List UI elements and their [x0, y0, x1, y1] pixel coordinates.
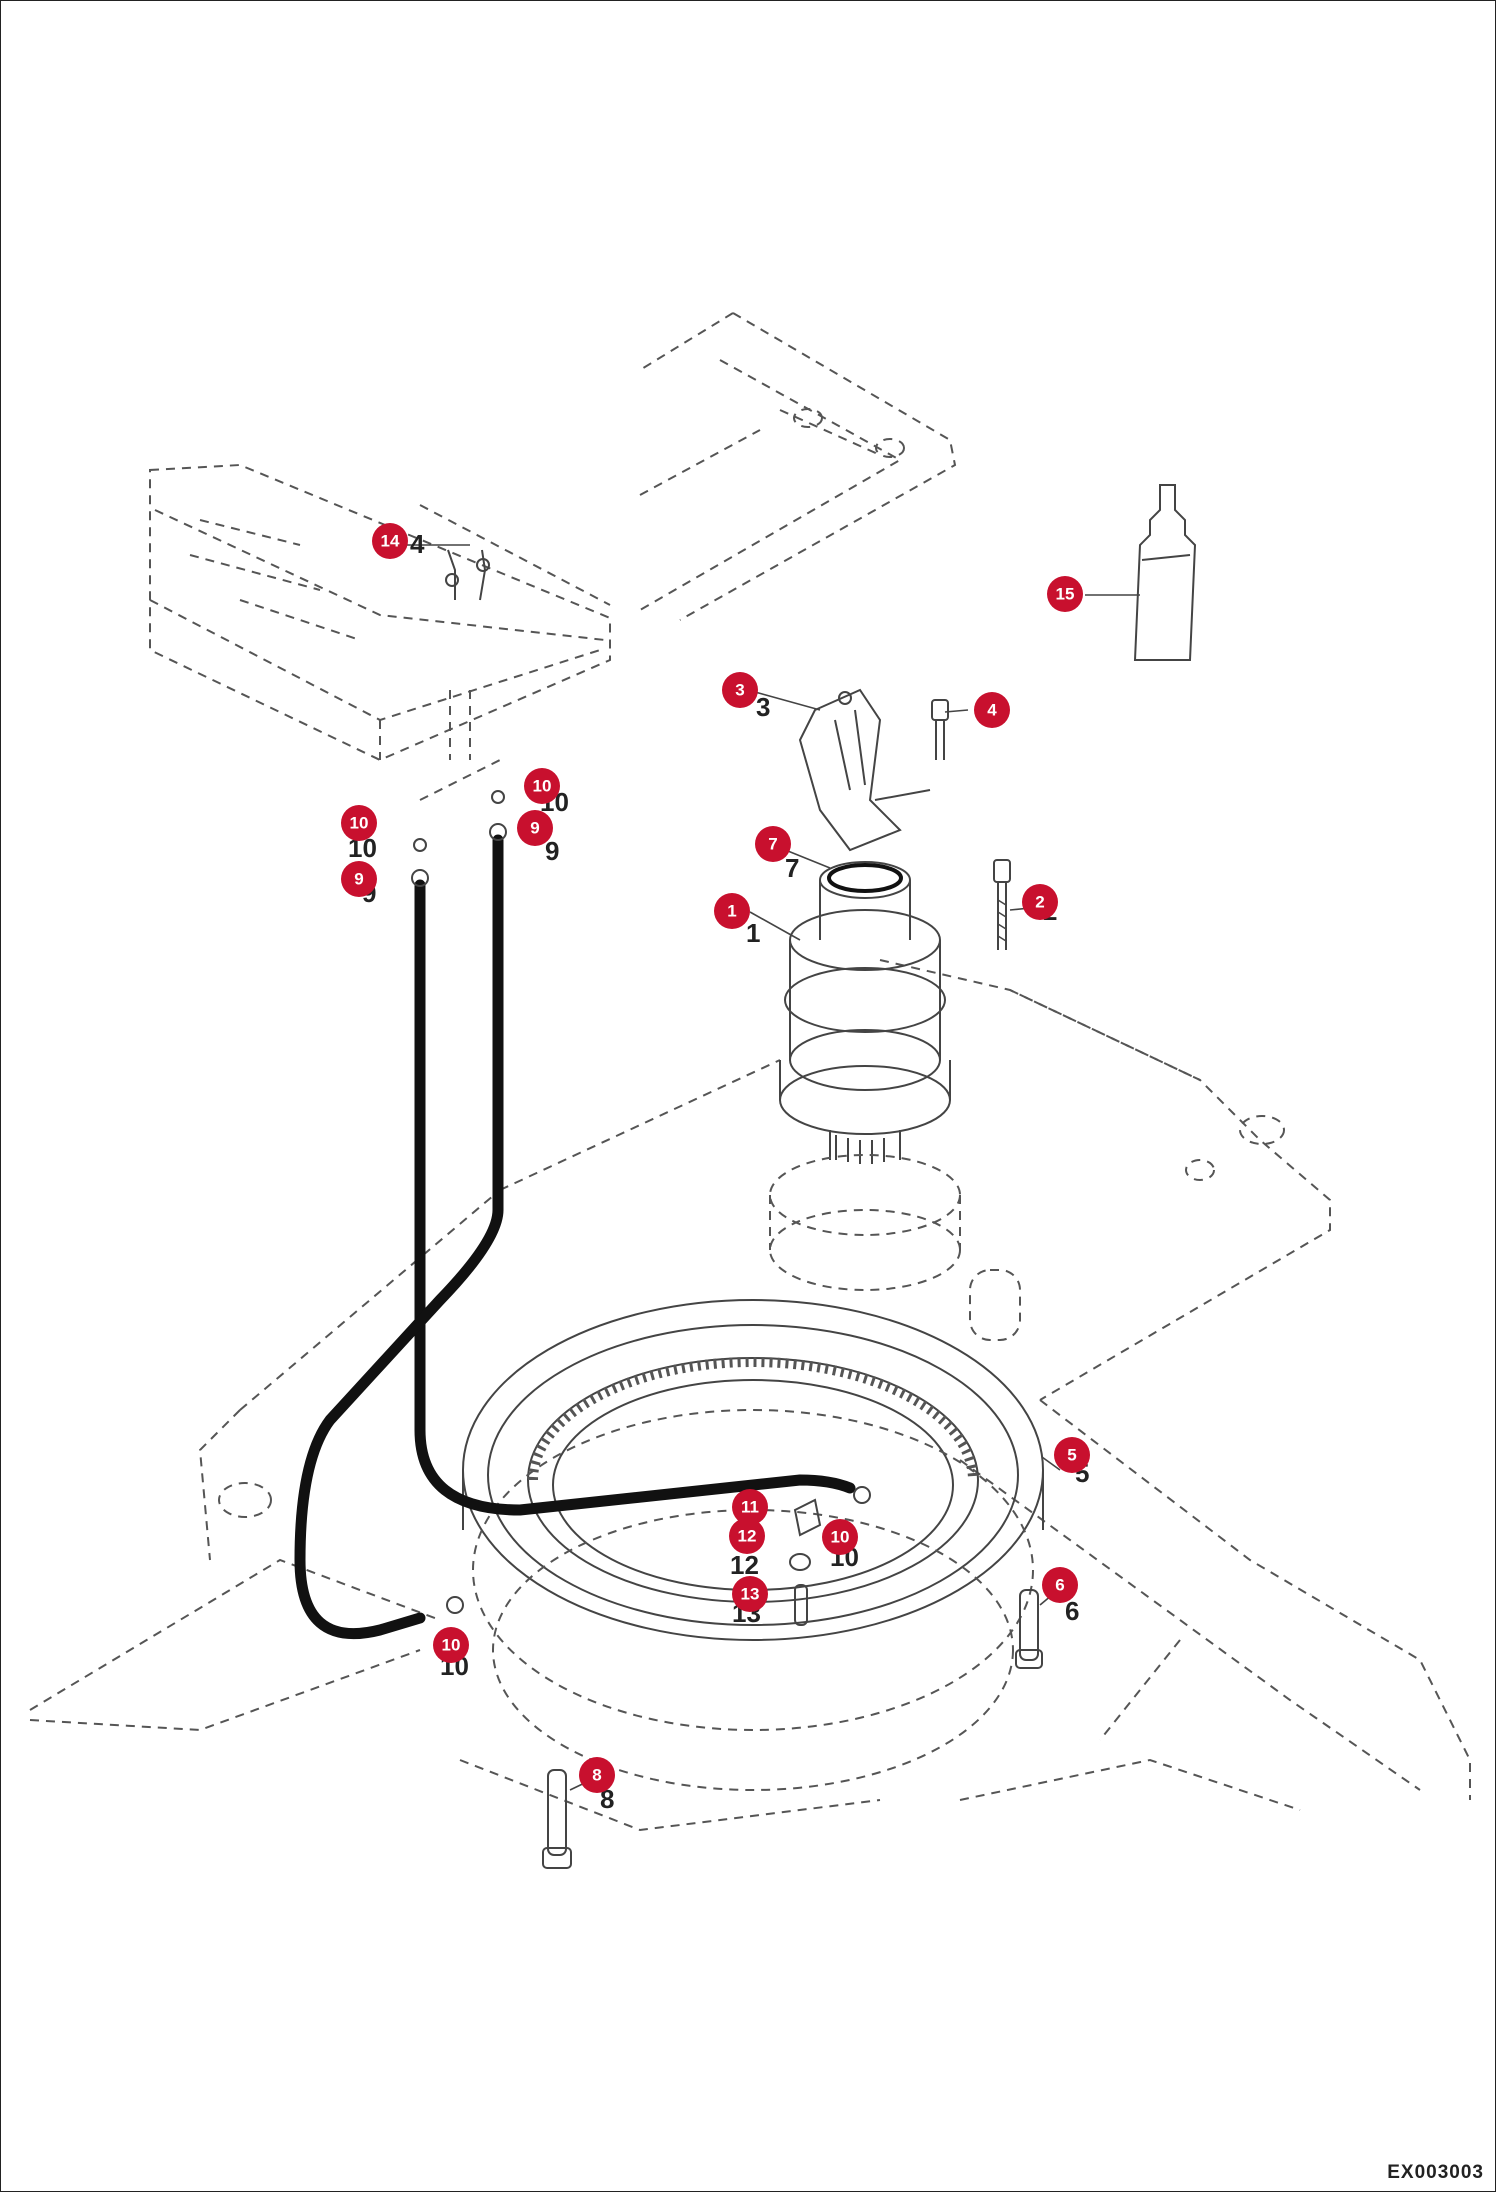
drawing-code: EX003003: [1387, 2162, 1484, 2183]
svg-text:7: 7: [768, 835, 777, 854]
callout-2: 2: [1022, 884, 1058, 920]
part-number-1: 1: [746, 918, 760, 948]
main-platform-outline: [29, 959, 1471, 1832]
svg-text:12: 12: [738, 1527, 757, 1546]
part-number-12: 12: [730, 1550, 759, 1580]
callout-14: 14: [372, 523, 408, 559]
svg-text:9: 9: [354, 870, 363, 889]
callouts: 1 2 3 4 5 6 7 8 9 9 10 10 10 10 11 12 13…: [341, 523, 1090, 1793]
svg-text:15: 15: [1056, 585, 1075, 604]
callout-3: 3: [722, 672, 758, 708]
svg-text:3: 3: [735, 681, 744, 700]
bolt-8: [542, 1769, 572, 1869]
callout-10a: 10: [341, 805, 377, 841]
svg-text:13: 13: [741, 1585, 760, 1604]
leader-lines: [405, 544, 1140, 1791]
svg-text:1: 1: [727, 902, 736, 921]
svg-text:5: 5: [1067, 1446, 1076, 1465]
svg-text:10: 10: [442, 1636, 461, 1655]
callout-6: 6: [1042, 1567, 1078, 1603]
slewing-ring: [462, 1299, 1044, 1791]
svg-text:2: 2: [1035, 893, 1044, 912]
upper-frame-outline: [639, 312, 957, 621]
part-number-3: 3: [756, 692, 770, 722]
part-number-4: 4: [410, 529, 425, 559]
svg-text:8: 8: [592, 1766, 601, 1785]
callout-10c: 10: [822, 1519, 858, 1555]
sensor-14: [445, 549, 490, 601]
bolt-6: [1015, 1589, 1043, 1669]
callout-12: 12: [729, 1518, 765, 1554]
callout-11: 11: [732, 1489, 768, 1525]
callout-4: 4: [974, 692, 1010, 728]
sensor-bracket: [798, 688, 931, 852]
callout-5: 5: [1054, 1437, 1090, 1473]
callout-8: 8: [579, 1757, 615, 1793]
svg-text:9: 9: [530, 819, 539, 838]
screw-4: [931, 699, 949, 760]
svg-text:10: 10: [831, 1528, 850, 1547]
part-number-6: 6: [1065, 1596, 1079, 1626]
svg-text:14: 14: [381, 532, 400, 551]
callout-7: 7: [755, 826, 791, 862]
fitting-parts: [789, 1498, 822, 1626]
callout-9b: 9: [517, 810, 553, 846]
svg-text:4: 4: [987, 701, 997, 720]
callout-13: 13: [732, 1576, 768, 1612]
swing-motor: [769, 861, 961, 1291]
o-ring: [827, 863, 903, 893]
callout-15: 15: [1047, 576, 1083, 612]
svg-text:10: 10: [350, 814, 369, 833]
hoses: [294, 790, 871, 1640]
svg-text:10: 10: [533, 777, 552, 796]
callout-10d: 10: [433, 1627, 469, 1663]
cabin-floor-outline: [149, 463, 611, 801]
adhesive-bottle: [1133, 484, 1197, 661]
bolt-2: [993, 859, 1011, 950]
part-numbers: 1 2 3 4 5 6 7 8 9 9 10 10 10 10 12 13: [348, 529, 1089, 1814]
part-number-7: 7: [785, 853, 799, 883]
svg-text:11: 11: [741, 1498, 759, 1517]
callout-9a: 9: [341, 861, 377, 897]
part-number-9b: 9: [545, 836, 559, 866]
callout-1: 1: [714, 893, 750, 929]
svg-text:6: 6: [1055, 1576, 1064, 1595]
callout-10b: 10: [524, 768, 560, 804]
